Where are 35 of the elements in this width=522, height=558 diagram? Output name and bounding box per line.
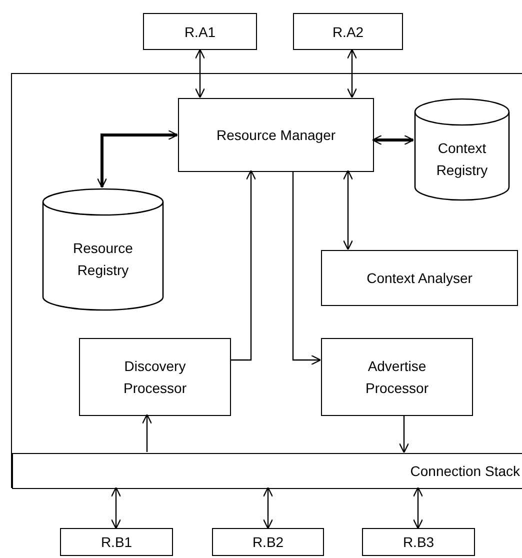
box-label: R.B3 — [402, 533, 436, 552]
arrow — [110, 486, 122, 530]
stack-band — [12, 453, 522, 489]
process-box — [321, 250, 518, 306]
process-box — [60, 528, 173, 556]
system-boundary-box — [11, 73, 522, 488]
process-box — [212, 528, 324, 556]
box-label: Resource Manager — [215, 126, 337, 145]
arrow — [346, 48, 358, 98]
arrow — [398, 415, 410, 454]
box-label: Connection Stack — [409, 462, 521, 481]
box-label: Discovery Processor — [122, 357, 188, 398]
arrow — [142, 414, 152, 452]
arrow — [412, 486, 424, 530]
arrow — [262, 486, 274, 530]
process-box — [143, 13, 257, 50]
box-label: Context Registry — [435, 138, 489, 180]
process-box — [293, 13, 403, 50]
process-box — [362, 528, 475, 556]
box-label: R.B1 — [100, 533, 134, 552]
arrow — [342, 170, 354, 250]
arrow — [96, 130, 178, 188]
process-box — [79, 338, 231, 416]
box-label: Context Analyser — [366, 269, 474, 288]
process-box — [178, 98, 374, 172]
box-label: R.A1 — [183, 22, 217, 42]
box-label: R.A2 — [331, 22, 365, 42]
box-label: R.B2 — [251, 533, 285, 552]
arrow — [292, 171, 322, 366]
box-label: Advertise Processor — [364, 357, 430, 398]
arrow — [230, 170, 256, 361]
process-box — [321, 338, 473, 416]
box-label: Resource Registry — [72, 238, 134, 280]
arrow — [372, 134, 414, 146]
arrow — [194, 48, 206, 98]
